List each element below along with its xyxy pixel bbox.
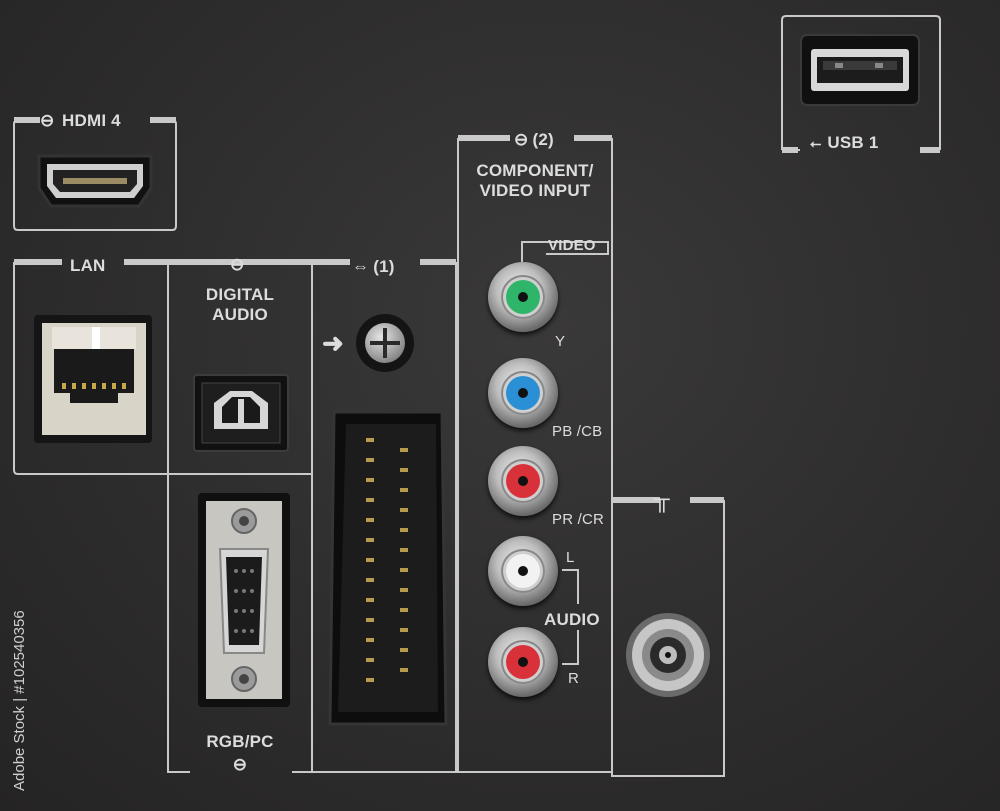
rca-pr-red[interactable] <box>488 446 558 516</box>
rgb-label: RGB/PC ⊖ <box>178 733 302 773</box>
usb-port[interactable] <box>799 33 921 107</box>
pr-label: PR /CR <box>552 511 605 528</box>
stock-watermark: Adobe Stock | #102540356 <box>11 610 28 791</box>
vga-port[interactable] <box>196 491 292 709</box>
audio-label: AUDIO <box>544 610 600 629</box>
output-arrow-icon: ⊖ <box>230 255 245 274</box>
l-label: L <box>566 549 575 566</box>
scart-label: ⇔(1) <box>352 257 395 276</box>
scart-io-icon: ⇔ <box>352 257 370 276</box>
lan-label: LAN <box>70 256 106 275</box>
input-arrow-icon: ⊖ <box>40 111 55 130</box>
rca-audio-left-white[interactable] <box>488 536 558 606</box>
optical-audio-port[interactable] <box>192 373 290 453</box>
digital-audio-label: DIGITAL AUDIO <box>205 285 275 324</box>
usb-label: ⭠USB 1 <box>810 133 879 152</box>
component-label: COMPONENT/ VIDEO INPUT <box>476 161 594 200</box>
y-label: Y <box>555 333 566 350</box>
component-number: ⊖(2) <box>514 130 554 149</box>
rca-video-y-green[interactable] <box>488 262 558 332</box>
r-label: R <box>568 670 580 687</box>
hdmi-port[interactable] <box>35 150 155 212</box>
ground-screw[interactable] <box>356 314 414 372</box>
video-label: VIDEO <box>548 237 596 254</box>
usb-icon: ⭠ <box>810 135 822 151</box>
rca-audio-right-red[interactable] <box>488 627 558 697</box>
scart-port[interactable] <box>326 408 450 730</box>
arrow-right-icon: ➜ <box>322 328 344 358</box>
pb-label: PB /CB <box>552 423 603 440</box>
input-arrow-icon: ⊖ <box>514 130 529 149</box>
input-arrow-icon: ⊖ <box>232 755 248 774</box>
antenna-icon: ╥ <box>654 486 670 511</box>
antenna-jack[interactable] <box>624 611 712 699</box>
hdmi-label: ⊖HDMI 4 <box>40 111 121 130</box>
rca-pb-blue[interactable] <box>488 358 558 428</box>
lan-port[interactable] <box>32 313 154 445</box>
